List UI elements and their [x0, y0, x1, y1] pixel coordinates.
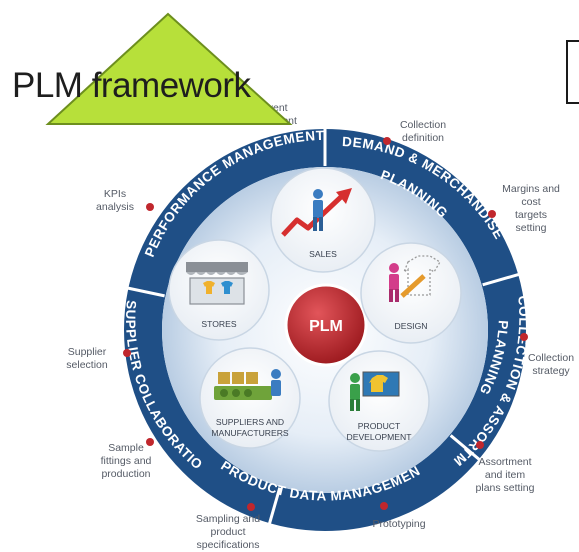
svg-text:setting: setting: [516, 222, 547, 234]
node-suppliers-label: SUPPLIERS AND: [216, 417, 284, 427]
dot-collection-strategy: [520, 333, 528, 341]
node-suppliers: SUPPLIERS AND MANUFACTURERS: [199, 347, 301, 449]
svg-text:selection: selection: [66, 359, 108, 371]
svg-text:specifications: specifications: [196, 539, 259, 551]
dot-assortment: [476, 441, 484, 449]
svg-text:Collection: Collection: [528, 352, 574, 364]
svg-text:strategy: strategy: [532, 365, 570, 377]
node-product-development: PRODUCT DEVELOPMENT: [328, 350, 430, 452]
outer-label-collection-definition: Collection definition: [400, 119, 446, 144]
dot-collection-definition: [383, 137, 391, 145]
dot-margins: [488, 210, 496, 218]
svg-text:Supplier: Supplier: [68, 346, 107, 358]
svg-text:fittings and: fittings and: [101, 455, 152, 467]
svg-text:KPIs: KPIs: [104, 188, 126, 200]
svg-text:Margins and: Margins and: [502, 183, 560, 195]
node-stores: STORES: [168, 239, 270, 341]
plm-center-label: PLM: [309, 318, 343, 335]
triangle-shape[interactable]: [45, 12, 293, 125]
node-stores-label: STORES: [201, 319, 236, 329]
outer-label-sampling: Sampling and product specifications: [196, 513, 260, 551]
svg-text:Prototyping: Prototyping: [372, 518, 425, 530]
node-design-label: DESIGN: [395, 321, 428, 331]
svg-text:analysis: analysis: [96, 201, 134, 213]
ring-separators: [127, 128, 520, 525]
node-sales-label: SALES: [309, 249, 337, 259]
sales-growth-icon: [281, 188, 352, 237]
outer-label-sample-fittings: Sample fittings and production: [101, 442, 152, 480]
store-icon: [186, 262, 248, 305]
outer-label-collection-strategy: Collection strategy: [528, 352, 574, 377]
outer-label-margins: Margins and cost targets setting: [502, 183, 560, 234]
dot-prototyping: [380, 502, 388, 510]
outer-label-kpis: KPIs analysis: [96, 188, 134, 213]
svg-text:Assortment: Assortment: [478, 456, 531, 468]
suppliers-icon: [214, 369, 281, 400]
dot-sampling: [247, 503, 255, 511]
node-product-development-label: PRODUCT: [358, 421, 401, 431]
dot-kpis: [146, 203, 154, 211]
node-sales: SALES: [270, 167, 376, 273]
node-suppliers-label2: MANUFACTURERS: [211, 428, 289, 438]
svg-text:product: product: [210, 526, 245, 538]
fashion-design-icon: [389, 255, 441, 302]
svg-text:Collection: Collection: [400, 119, 446, 131]
svg-text:Sample: Sample: [108, 442, 144, 454]
outer-label-supplier-selection: Supplier selection: [66, 346, 108, 371]
ring-dots: [123, 137, 528, 511]
product-development-icon: [350, 371, 400, 411]
page-title: PLM framework: [12, 66, 251, 105]
dot-sample-fittings: [146, 438, 154, 446]
svg-text:plans setting: plans setting: [476, 482, 535, 494]
svg-text:Sampling and: Sampling and: [196, 513, 260, 525]
outer-label-assortment: Assortment and item plans setting: [476, 456, 535, 494]
node-design: DESIGN: [360, 242, 462, 344]
svg-text:targets: targets: [515, 209, 547, 221]
node-product-development-label2: DEVELOPMENT: [347, 432, 413, 442]
dot-supplier-selection: [123, 349, 131, 357]
svg-text:and item: and item: [485, 469, 526, 481]
svg-text:cost: cost: [521, 196, 540, 208]
plm-center: [284, 283, 368, 367]
outer-label-prototyping: Prototyping: [372, 518, 425, 530]
title-box-fragment: [566, 40, 579, 104]
svg-text:production: production: [101, 468, 150, 480]
svg-text:definition: definition: [402, 132, 444, 144]
